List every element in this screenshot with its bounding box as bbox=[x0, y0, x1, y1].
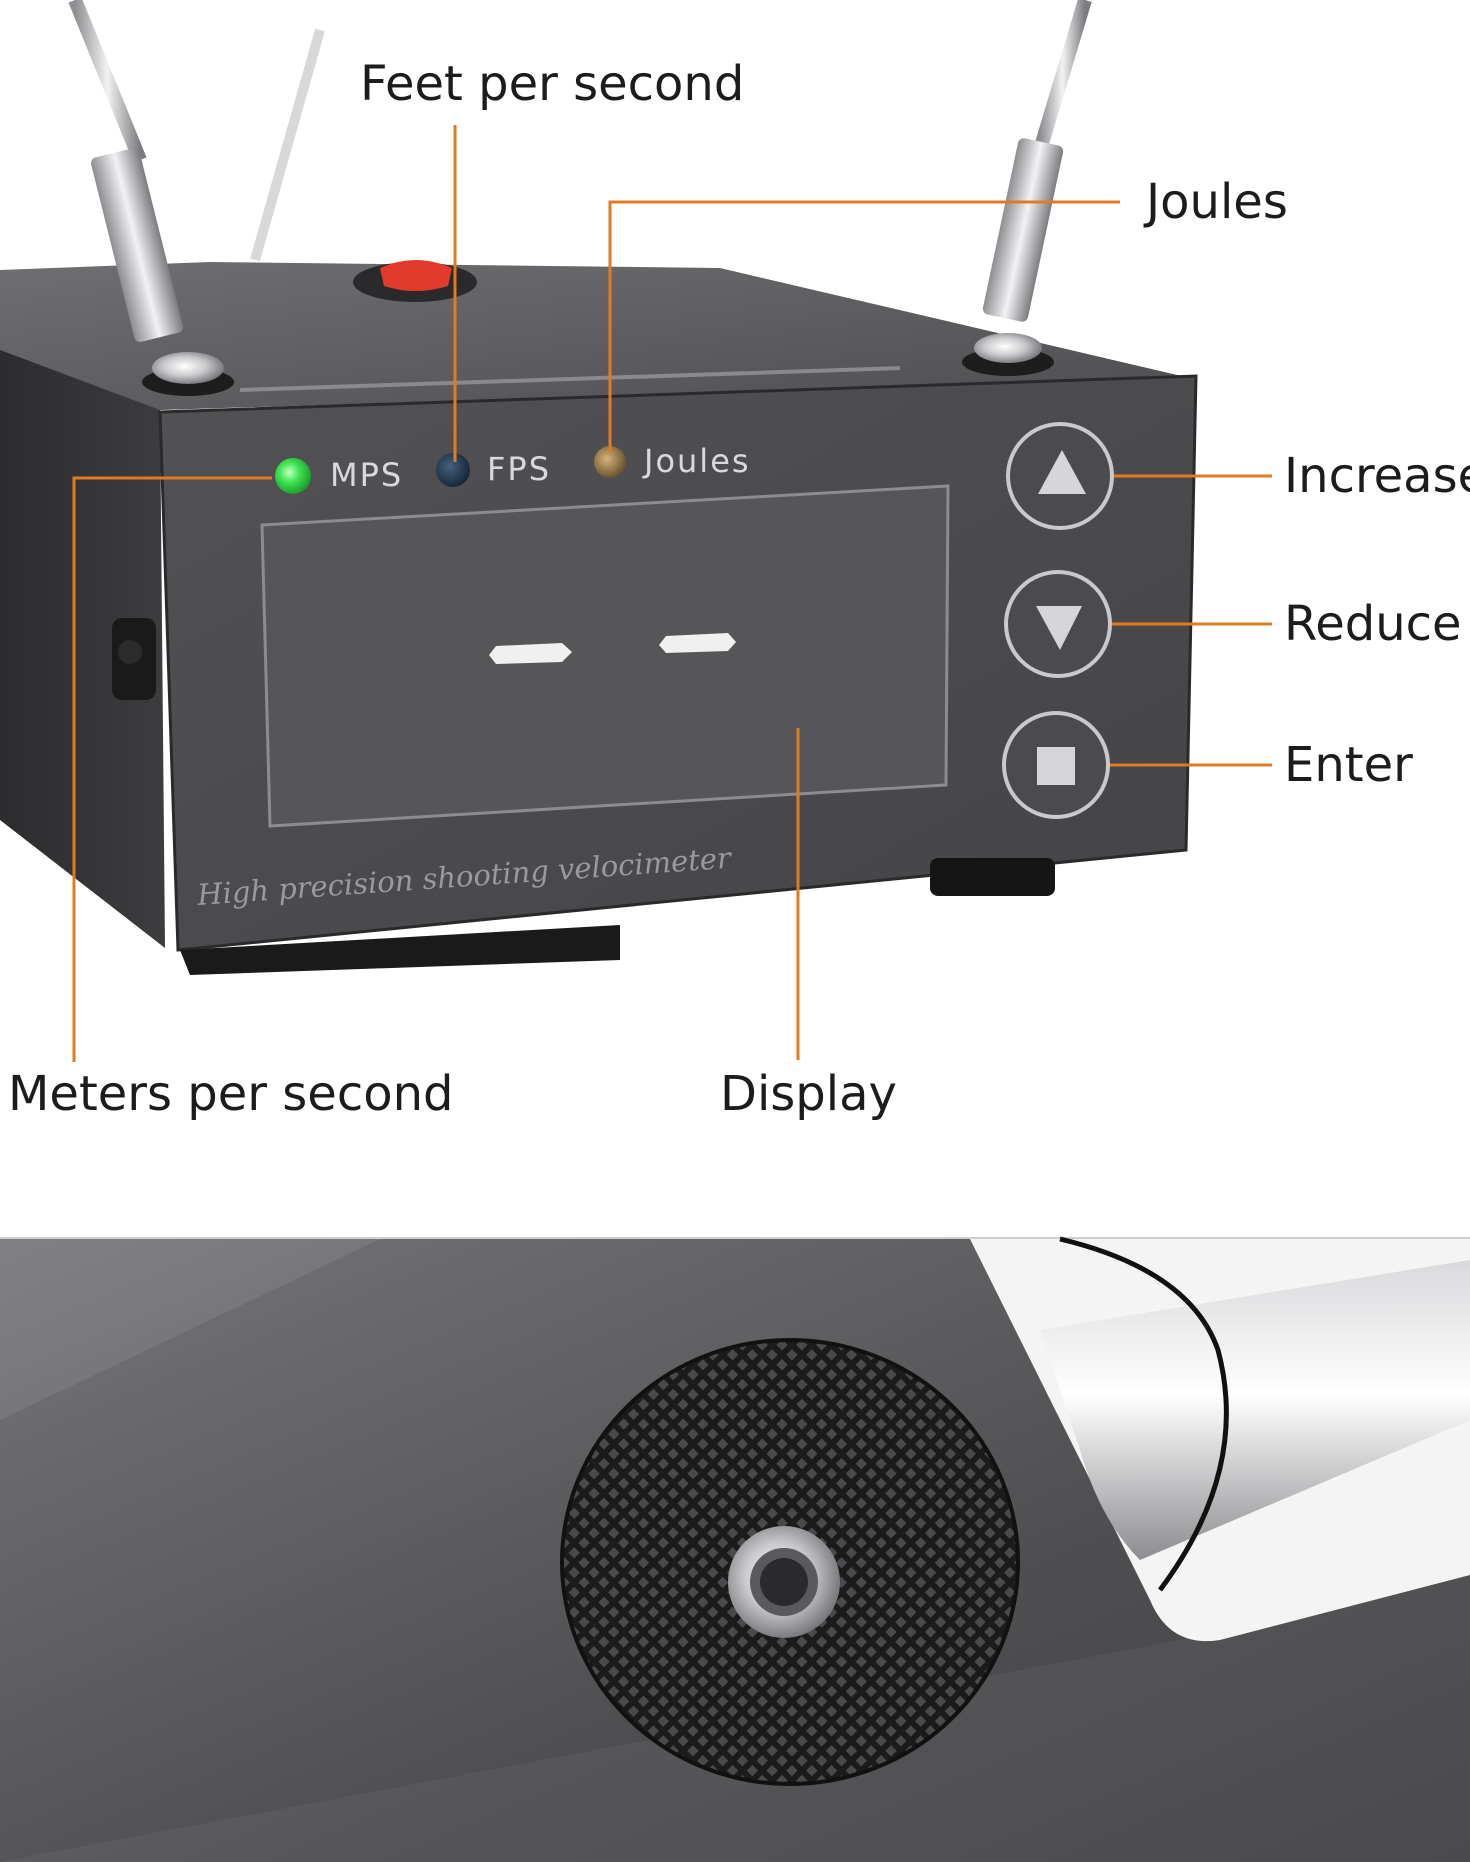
mps-led bbox=[275, 458, 311, 494]
device-foot-right bbox=[930, 858, 1055, 896]
top-ridge bbox=[239, 366, 901, 392]
enter-button[interactable] bbox=[1002, 711, 1110, 819]
square-icon bbox=[1037, 747, 1075, 785]
callout-reduce: Reduce bbox=[1284, 596, 1462, 652]
display-dash-2 bbox=[659, 633, 736, 653]
bottom-closeup bbox=[0, 1236, 1470, 1862]
mps-indicator-label: MPS bbox=[330, 456, 403, 494]
fps-led bbox=[436, 453, 470, 487]
fps-indicator-label: FPS bbox=[487, 450, 551, 488]
callout-feet-per-second: Feet per second bbox=[360, 56, 745, 112]
increase-button[interactable] bbox=[1006, 422, 1114, 530]
joules-led bbox=[594, 446, 626, 478]
callout-meters-per-second: Meters per second bbox=[8, 1066, 454, 1122]
callout-enter: Enter bbox=[1284, 737, 1413, 793]
leader-joules bbox=[608, 200, 1120, 452]
display-window bbox=[260, 484, 950, 828]
side-port-screw bbox=[118, 640, 142, 664]
sensor-cable bbox=[1059, 1236, 1229, 1592]
chrome-tube bbox=[1040, 1260, 1470, 1560]
callout-display: Display bbox=[720, 1066, 897, 1122]
leader-meters-per-second bbox=[72, 476, 272, 1062]
callout-joules: Joules bbox=[1146, 174, 1288, 230]
callout-increase: Increase bbox=[1284, 448, 1470, 504]
reduce-button[interactable] bbox=[1004, 570, 1112, 678]
top-red-button bbox=[380, 260, 452, 291]
joules-indicator-label: Joules bbox=[642, 442, 751, 480]
display-dash-1 bbox=[489, 643, 572, 664]
triangle-up-icon bbox=[1038, 450, 1086, 494]
right-antenna bbox=[962, 0, 1092, 376]
left-antenna bbox=[68, 0, 234, 396]
background-antenna bbox=[250, 28, 325, 262]
indicator-row: MPS FPS Joules bbox=[275, 442, 751, 494]
triangle-down-icon bbox=[1036, 606, 1082, 650]
device-foot-left bbox=[180, 925, 620, 975]
device-side bbox=[0, 350, 165, 948]
leader-lines bbox=[72, 125, 1272, 1062]
device-top bbox=[0, 262, 1190, 410]
